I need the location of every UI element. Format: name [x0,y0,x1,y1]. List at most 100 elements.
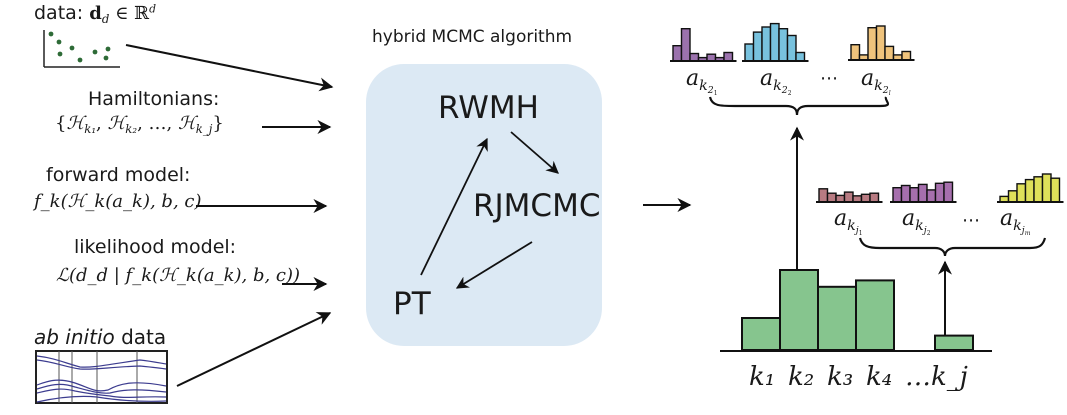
posterior-bar [795,51,806,62]
data-input-label: data: dd ∈ ℝd [34,2,157,27]
posterior-bar [943,181,954,203]
scatter-point [105,46,111,52]
hamiltonian-sub-1: k₁ [84,122,97,137]
node-pt: PT [393,286,431,322]
scatter-point [56,39,62,45]
scatter-point [92,49,98,55]
posterior-bar [875,25,886,61]
posterior-bar [818,188,829,203]
scatter-plot-icon [43,30,120,68]
posterior-bar [850,44,861,61]
posterior-bar [909,186,920,203]
posterior-label-k2-l: ak2l [861,66,891,98]
posterior-hist-kj-3 [997,173,1064,203]
scatter-point [77,57,83,63]
posterior-bar [744,43,755,62]
model-bar-4 [855,279,895,351]
model-bar-1 [741,317,781,351]
posterior-bar [1016,183,1027,203]
posterior-bar [1007,190,1018,203]
kj-label: …k_j [905,362,968,392]
scatter-point [48,31,54,37]
k4-label: k₄ [866,362,893,392]
hamiltonian-symbol: ℋ [66,113,85,134]
data-label-text: data: [34,2,84,24]
posterior-bar [901,50,912,61]
hamiltonian-symbol: ℋ [107,113,126,134]
posterior-bar [867,27,878,61]
data-subscript: d [101,12,110,27]
model-bar-2 [779,269,819,351]
ellipsis-k2: ⋯ [820,68,838,89]
posterior-bar [752,31,763,62]
posterior-label-kj-m: akjm [1000,206,1031,238]
real-space-symbol: ℝ [134,3,150,24]
data-superscript: d [149,2,157,16]
hamiltonian-sub-2: k₂ [125,122,138,137]
abinitio-rest-text: data [114,325,167,349]
forward-model-label: forward model: [46,164,191,186]
data-space-math: dd ∈ ℝd [89,2,157,27]
scatter-point [103,55,109,61]
posterior-bar [869,192,880,203]
posterior-bar [926,189,937,203]
posterior-label-k2-1: ak21 [686,66,718,98]
ellipsis-kj: ⋯ [962,210,980,231]
posterior-hist-k2-1 [670,28,737,62]
brace-k2-group [708,96,890,116]
posterior-bar [843,191,854,203]
posterior-bar [672,45,683,62]
posterior-label-kj-2: akj2 [902,206,931,238]
posterior-bar [892,186,903,203]
node-rwmh: RWMH [438,90,539,126]
mcmc-algorithm-box [366,64,602,346]
hamiltonian-sub-j: k_j [195,122,213,137]
posterior-bar [884,45,895,61]
hamiltonians-set-math: {ℋk₁, ℋk₂, …, ℋk_j} [55,113,224,137]
posterior-hist-k2-3 [848,25,915,61]
posterior-bar [680,28,691,62]
posterior-bar [786,34,797,62]
posterior-bar [723,51,734,62]
k3-label: k₃ [827,362,854,392]
brace-open: { [55,113,67,134]
scatter-point [69,45,75,51]
k1-label: k₁ [749,362,776,392]
posterior-bar [769,22,780,62]
posterior-bar [1024,178,1035,203]
posterior-bar [1050,177,1061,203]
ellipsis: … [148,113,167,134]
posterior-hist-kj-1 [816,188,883,203]
posterior-bar [1041,173,1052,203]
element-of-symbol: ∈ [115,3,129,24]
model-bar-3 [817,285,857,351]
arrow-rjmcmc-to-pt [455,241,533,289]
posterior-bar [917,183,928,203]
posterior-label-kj-1: akj1 [834,206,863,238]
posterior-hist-kj-2 [890,181,957,203]
model-histogram [741,269,974,352]
scatter-point [57,51,63,57]
band-structure-icon [35,350,168,404]
posterior-bar [706,53,717,62]
arrow-data-to-algorithm [125,44,334,92]
posterior-bar [689,52,700,62]
data-symbol: d [89,3,102,24]
abinitio-label: ab initio data [34,325,166,349]
hamiltonians-label: Hamiltonians: [88,88,220,110]
brace-kj-group [858,237,1047,257]
brace-close: } [212,113,224,134]
hamiltonian-symbol: ℋ [177,113,196,134]
posterior-label-k2-2: ak22 [760,66,792,98]
posterior-bar [826,192,837,203]
arrow-rwmh-to-rjmcmc [510,131,559,174]
posterior-bar [778,28,789,62]
k2-label: k₂ [788,362,815,392]
posterior-histograms [670,22,1064,203]
likelihood-model-math: ℒ(d_d | f_k(ℋ_k(a_k), b, c)) [56,265,301,286]
algorithm-title: hybrid MCMC algorithm [372,27,573,47]
model-bar-5 [934,334,974,352]
posterior-bar [934,182,945,203]
posterior-bar [1033,176,1044,203]
